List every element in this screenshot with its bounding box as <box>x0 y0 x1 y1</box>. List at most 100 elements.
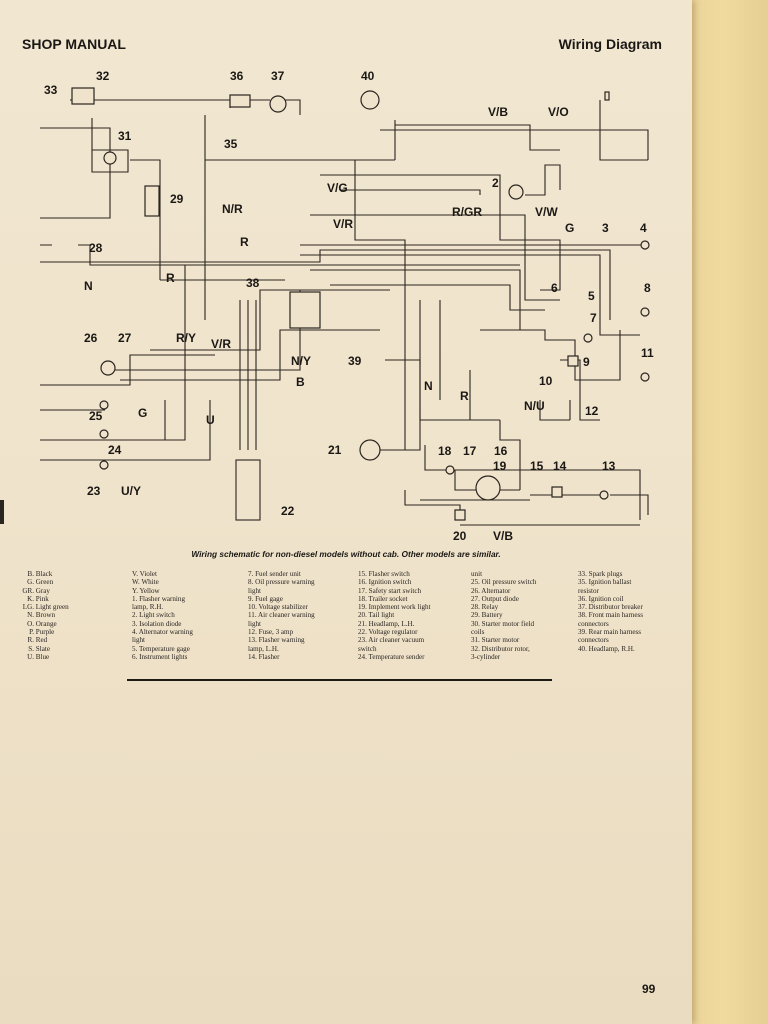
legend-color-item: S. Slate <box>6 645 69 653</box>
legend-color-abbrev: G. <box>27 578 34 587</box>
ignition-coil-symbol <box>229 94 251 108</box>
legend-color-name: Pink <box>35 594 49 603</box>
wire-label: G <box>138 406 147 420</box>
legend-item: 35. Ignition ballast <box>578 578 632 587</box>
legend-item: 13. Flasher warning <box>248 636 305 645</box>
wire-label: B <box>296 375 305 389</box>
legend-item: light <box>248 586 262 595</box>
wire-label: R/Y <box>176 331 196 345</box>
legend-color-item: U. Blue <box>6 653 69 661</box>
legend-item: 32. Distributor rotor, <box>471 644 530 653</box>
page-header-left: SHOP MANUAL <box>22 36 126 52</box>
num-7: 7 <box>590 311 597 325</box>
legend-item: 40. Headlamp, R.H. <box>578 644 635 653</box>
legend-color-abbrev: P. <box>29 628 34 637</box>
oil-switch-symbol <box>99 400 109 410</box>
legend-color-item: P. Purple <box>6 628 69 636</box>
flasher-lh-symbol <box>599 490 609 500</box>
wire-label: V/O <box>548 105 569 119</box>
num-14: 14 <box>553 459 567 473</box>
fuel-gage-symbol <box>567 355 579 367</box>
legend-item: 33. Spark plugs <box>578 570 623 578</box>
starter-motor-symbol <box>103 151 117 165</box>
legend-color-item: N. Brown <box>6 611 69 619</box>
legend-item: lamp, L.H. <box>248 644 279 653</box>
num-26: 26 <box>84 331 98 345</box>
horizontal-rule <box>127 679 552 681</box>
wire-label: U <box>206 413 215 427</box>
alternator-warning-symbol <box>640 240 650 250</box>
legend-item: 1. Flasher warning <box>132 594 185 603</box>
num-31: 31 <box>118 129 132 143</box>
headlamp-lh-symbol <box>359 439 381 461</box>
legend-color-name: Red <box>35 636 48 645</box>
num-23: 23 <box>87 484 101 498</box>
num-10: 10 <box>539 374 553 388</box>
wire-label: R <box>166 271 175 285</box>
legend-item: light <box>132 636 146 645</box>
distributor-symbol <box>71 87 95 105</box>
legend-item: 14. Flasher <box>248 652 280 661</box>
num-17: 17 <box>463 444 477 458</box>
legend-color-abbrev: LG. <box>22 603 34 612</box>
legend-color-name: Green <box>35 578 54 587</box>
num-28: 28 <box>89 241 103 255</box>
legend-color-name: Light green <box>35 603 69 612</box>
work-light-symbol <box>475 475 501 501</box>
num-35: 35 <box>224 137 238 151</box>
legend-item: 31. Starter motor <box>471 636 520 645</box>
legend-item: 9. Fuel gage <box>248 594 283 603</box>
wire-label: V/R <box>211 337 231 351</box>
legend-item: V. Violet <box>132 570 157 578</box>
num-38: 38 <box>246 276 260 290</box>
legend-color-name: Orange <box>35 619 57 628</box>
num-11: 11 <box>641 346 654 360</box>
num-25: 25 <box>89 409 103 423</box>
legend-item: 24. Temperature sender <box>358 652 425 661</box>
legend-item: 22. Voltage regulator <box>358 628 418 637</box>
wire-label: R/GR <box>452 205 482 219</box>
num-18: 18 <box>438 444 452 458</box>
wire-label: V/G <box>327 181 348 195</box>
num-6: 6 <box>551 281 558 295</box>
num-27: 27 <box>118 331 132 345</box>
wire-label: R <box>460 389 469 403</box>
num-12: 12 <box>585 404 599 418</box>
legend-item: light <box>248 619 262 628</box>
num-21: 21 <box>328 443 342 457</box>
legend-color-abbrev: R. <box>27 636 34 645</box>
legend-item: switch <box>358 644 377 653</box>
wire-label: V/R <box>333 217 353 231</box>
num-32: 32 <box>96 69 110 83</box>
legend-item: 5. Temperature gage <box>132 644 190 653</box>
legend-color-name: Black <box>35 570 53 578</box>
legend-color-name: Gray <box>35 586 50 595</box>
oil-warning-symbol <box>640 307 650 317</box>
num-39: 39 <box>348 354 362 368</box>
wire-label: V/B <box>493 529 513 543</box>
legend-item: 30. Starter motor field <box>471 619 535 628</box>
num-37: 37 <box>271 69 285 83</box>
wiring-diagram: 32 33 36 37 40 31 35 29 28 38 39 26 27 2… <box>40 69 654 543</box>
legend-color-abbrev: O. <box>27 619 34 628</box>
page-header-right: Wiring Diagram <box>558 36 662 52</box>
legend-color-abbrev: U. <box>27 652 34 661</box>
legend-item: 16. Ignition switch <box>358 578 412 587</box>
legend-color-name: Slate <box>35 644 50 653</box>
legend-item: connectors <box>578 619 609 628</box>
battery-symbol <box>144 185 160 217</box>
tail-light-symbol <box>454 509 466 521</box>
legend-item: lamp, R.H. <box>132 603 164 612</box>
legend-color-abbrev: B. <box>27 570 34 578</box>
legend-item: connectors <box>578 636 609 645</box>
legend-item: unit <box>471 570 483 578</box>
legend-color-abbrev: S. <box>28 644 34 653</box>
num-2: 2 <box>492 176 499 190</box>
legend-color-item: G. Green <box>6 578 69 586</box>
num-15: 15 <box>530 459 544 473</box>
num-36: 36 <box>230 69 244 83</box>
